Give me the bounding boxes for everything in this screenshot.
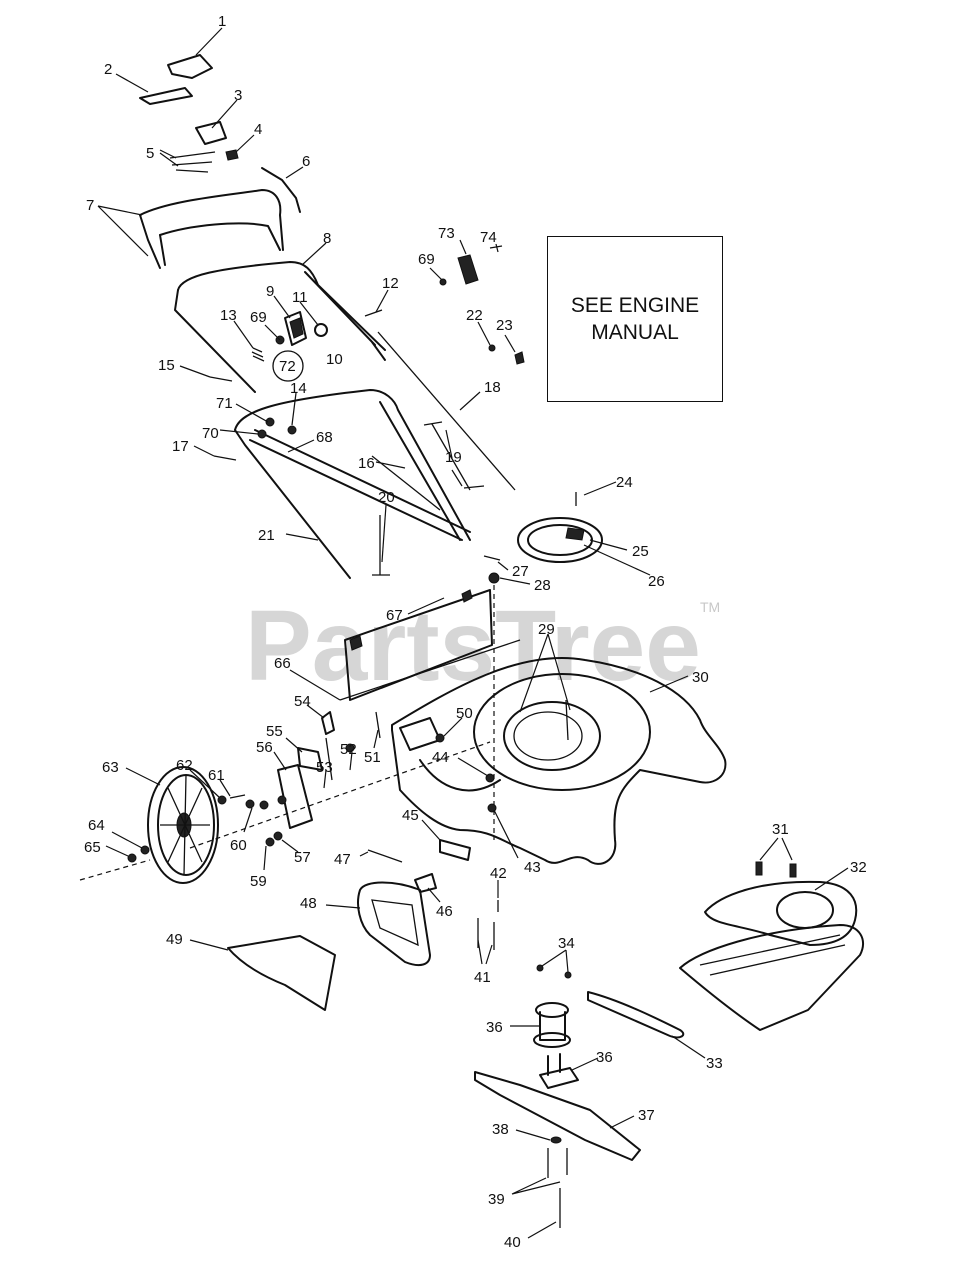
callout-46: 46 <box>436 903 453 920</box>
callout-33: 33 <box>706 1055 723 1072</box>
callout-7: 7 <box>86 197 94 214</box>
callout-45: 45 <box>402 807 419 824</box>
callout-60: 60 <box>230 837 247 854</box>
callout-47: 47 <box>334 851 351 868</box>
callout-59: 59 <box>250 873 267 890</box>
callout-12: 12 <box>382 275 399 292</box>
callout-22: 22 <box>466 307 483 324</box>
callout-54: 54 <box>294 693 311 710</box>
callout-69-left: 69 <box>250 309 267 326</box>
callout-29: 29 <box>538 621 555 638</box>
callout-16: 16 <box>358 455 375 472</box>
callout-11: 11 <box>292 289 308 306</box>
callout-52: 52 <box>340 741 357 758</box>
callout-49: 49 <box>166 931 183 948</box>
callout-2: 2 <box>104 61 112 78</box>
callout-30: 30 <box>692 669 709 686</box>
callout-53: 53 <box>316 759 333 776</box>
callout-36-upper: 36 <box>486 1019 503 1036</box>
callout-27: 27 <box>512 563 529 580</box>
callout-48: 48 <box>300 895 317 912</box>
callout-68: 68 <box>316 429 333 446</box>
callout-44: 44 <box>432 749 449 766</box>
callout-26: 26 <box>648 573 665 590</box>
callout-71: 71 <box>216 395 233 412</box>
callout-19: 19 <box>445 449 462 466</box>
callout-38: 38 <box>492 1121 509 1138</box>
callout-32: 32 <box>850 859 867 876</box>
callout-51: 51 <box>364 749 381 766</box>
callout-69-right: 69 <box>418 251 435 268</box>
callout-55: 55 <box>266 723 283 740</box>
callout-72: 72 <box>279 358 296 375</box>
callout-73: 73 <box>438 225 455 242</box>
callout-18: 18 <box>484 379 501 396</box>
callout-23: 23 <box>496 317 513 334</box>
watermark: PartsTree <box>245 590 701 702</box>
callout-13: 13 <box>220 307 237 324</box>
callout-74: 74 <box>480 229 497 246</box>
callout-15: 15 <box>158 357 175 374</box>
callout-25: 25 <box>632 543 649 560</box>
callout-17: 17 <box>172 438 189 455</box>
callout-37: 37 <box>638 1107 655 1124</box>
callout-14: 14 <box>290 380 307 397</box>
callout-36-lower: 36 <box>596 1049 613 1066</box>
callout-9: 9 <box>266 283 274 300</box>
callout-8: 8 <box>323 230 331 247</box>
callout-64: 64 <box>88 817 105 834</box>
callout-65: 65 <box>84 839 101 856</box>
callout-40: 40 <box>504 1234 521 1251</box>
callout-39: 39 <box>488 1191 505 1208</box>
callout-31: 31 <box>772 821 789 838</box>
callout-50: 50 <box>456 705 473 722</box>
callout-43: 43 <box>524 859 541 876</box>
callout-labels: 1 2 3 4 5 6 7 8 9 10 11 12 13 14 15 16 1… <box>84 13 867 1251</box>
callout-3: 3 <box>234 87 242 104</box>
callout-20: 20 <box>378 489 395 506</box>
callout-28: 28 <box>534 577 551 594</box>
callout-6: 6 <box>302 153 310 170</box>
watermark-trademark: TM <box>700 599 720 615</box>
engine-manual-note-box: SEE ENGINE MANUAL <box>547 236 723 402</box>
callout-5: 5 <box>146 145 154 162</box>
callout-1: 1 <box>218 13 226 30</box>
callout-67: 67 <box>386 607 403 624</box>
callout-63: 63 <box>102 759 119 776</box>
callout-4: 4 <box>254 121 262 138</box>
callout-21: 21 <box>258 527 275 544</box>
callout-56: 56 <box>256 739 273 756</box>
callout-41: 41 <box>474 969 491 986</box>
callout-66: 66 <box>274 655 291 672</box>
callout-57: 57 <box>294 849 311 866</box>
callout-10: 10 <box>326 351 343 368</box>
callout-70: 70 <box>202 425 219 442</box>
callout-61: 61 <box>208 767 225 784</box>
callout-62: 62 <box>176 757 193 774</box>
leader-lines <box>97 27 849 1239</box>
callout-34: 34 <box>558 935 575 952</box>
callout-24: 24 <box>616 474 633 491</box>
callout-42: 42 <box>490 865 507 882</box>
engine-manual-note: SEE ENGINE MANUAL <box>570 294 700 344</box>
